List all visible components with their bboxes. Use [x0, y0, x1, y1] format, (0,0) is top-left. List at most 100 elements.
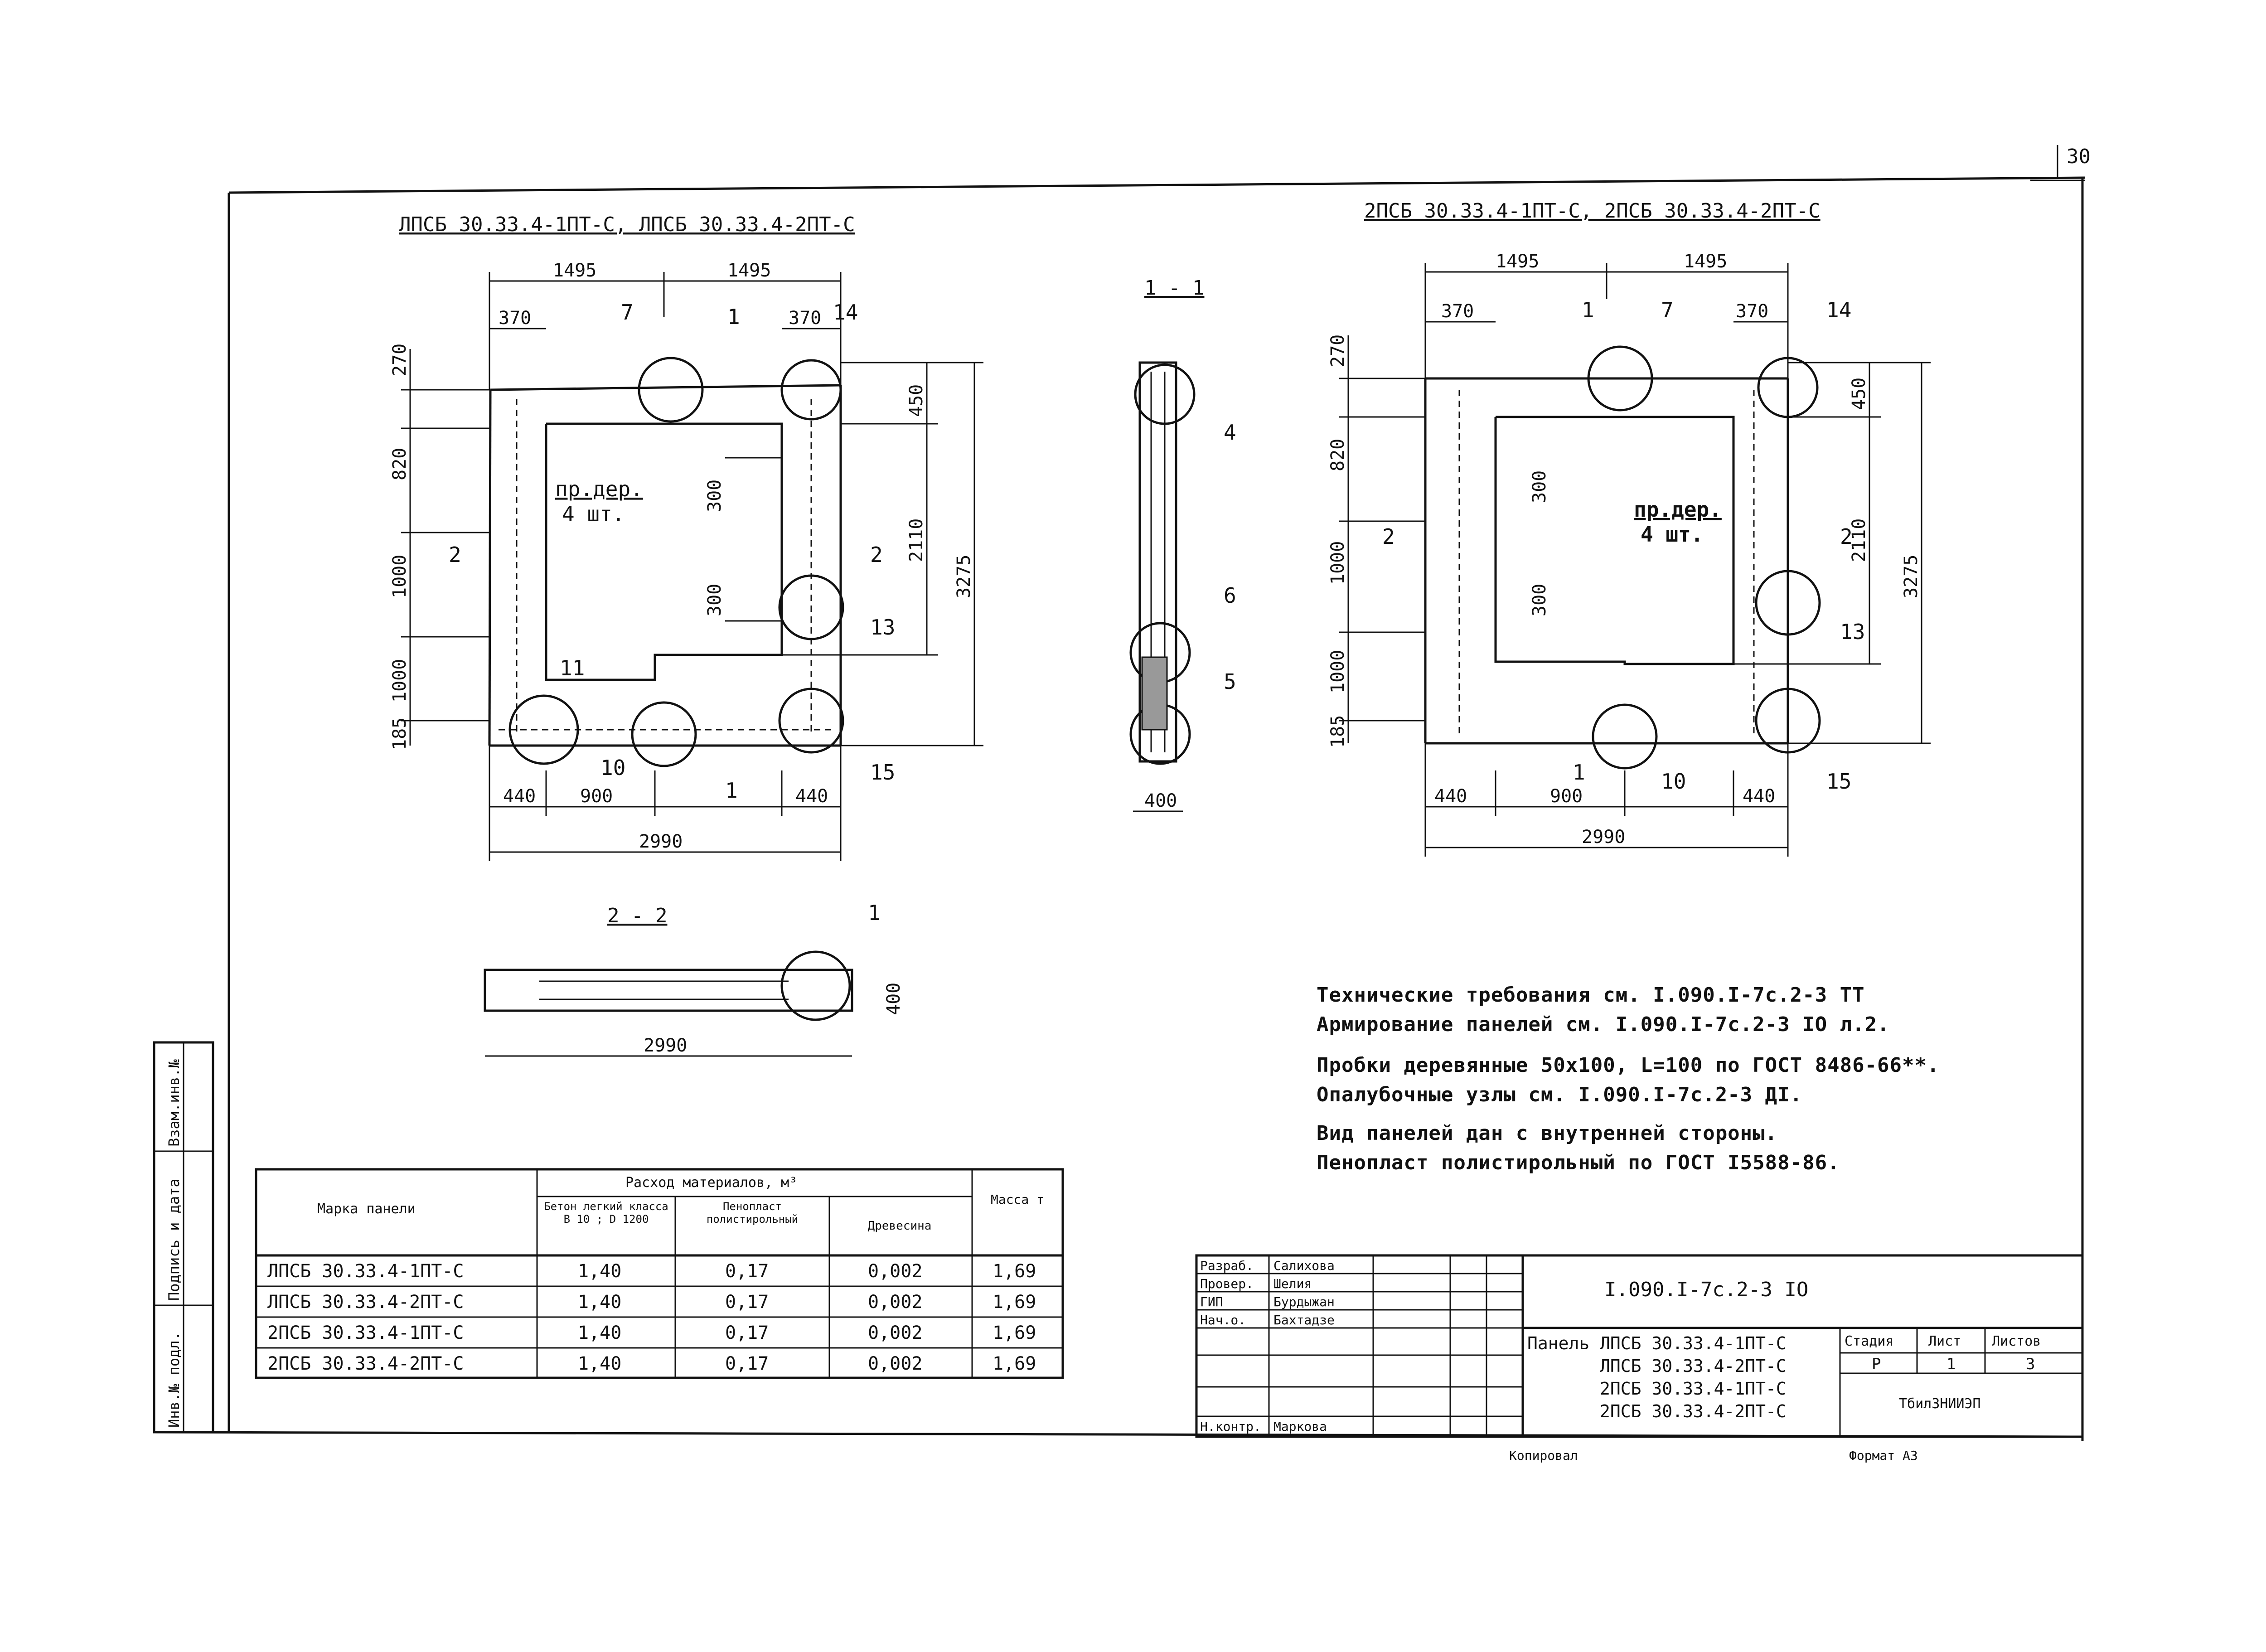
dim-right-450: 450 [1849, 378, 1869, 410]
note-reinforcement: Армирование панелей см. I.090.I-7c.2-3 I… [1317, 1013, 1890, 1036]
table-cell-mass: 1,69 [993, 1353, 1036, 1374]
callout-right-13: 13 [1840, 620, 1865, 644]
page-number: 30 [2067, 145, 2091, 168]
cut-right-1-top: 1 [1582, 298, 1594, 322]
table-cell-mark: 2ПСБ 30.33.4-2ПТ-С [267, 1353, 464, 1374]
dim-left-440a: 440 [503, 786, 536, 807]
table-cell-mass: 1,69 [993, 1323, 1036, 1343]
table-cell-concrete: 1,40 [578, 1292, 622, 1313]
table-cell-wood: 0,002 [868, 1353, 923, 1374]
dim-left-3275: 3275 [954, 555, 974, 598]
table-cell-mark: ЛПСБ 30.33.4-1ПТ-С [267, 1261, 464, 1282]
title-role: Разраб. [1200, 1258, 1254, 1273]
title-sheets: 3 [2026, 1355, 2035, 1373]
title-sheets-header: Листов [1992, 1333, 2041, 1349]
title-name: Бахтадзе [1273, 1313, 1335, 1327]
dim-right-2110: 2110 [1849, 518, 1869, 562]
dim-right-370a: 370 [1441, 301, 1474, 322]
note-foam: Пенопласт полистирольный по ГОСТ I5588-8… [1317, 1151, 1840, 1174]
cut-left-1-bottom: 1 [725, 778, 738, 803]
dim-left-185: 185 [389, 717, 410, 750]
dim-left-2990: 2990 [639, 831, 683, 852]
table-header-mark: Марка панели [317, 1201, 416, 1217]
table-cell-wood: 0,002 [868, 1323, 923, 1343]
dim-right-440a: 440 [1434, 786, 1467, 807]
dim-right-370b: 370 [1736, 301, 1768, 322]
callout-right-10: 10 [1661, 769, 1686, 794]
title-panel-mark: 2ПСБ 30.33.4-1ПТ-С [1600, 1379, 1787, 1399]
dim-left-2110: 2110 [906, 518, 927, 562]
dim-left-440b: 440 [795, 786, 828, 807]
side-stamp-sign: Подпись и дата [165, 1178, 183, 1301]
dim-right-1495a: 1495 [1496, 251, 1539, 272]
dim-right-440b: 440 [1743, 786, 1775, 807]
table-cell-mark: 2ПСБ 30.33.4-1ПТ-С [267, 1323, 464, 1343]
left-view-title: ЛПСБ 30.33.4-1ПТ-С, ЛПСБ 30.33.4-2ПТ-С [399, 213, 855, 236]
table-cell-concrete: 1,40 [578, 1323, 622, 1343]
table-header-foam: Пенопласт полистирольный [706, 1200, 799, 1226]
callout-right-7: 7 [1661, 298, 1674, 322]
dim-left-370a: 370 [499, 308, 531, 329]
callout-left-14: 14 [833, 300, 858, 325]
dim-right-2990: 2990 [1582, 827, 1625, 848]
title-name: Маркова [1273, 1419, 1327, 1434]
right-panel-view: 2ПСБ 30.33.4-1ПТ-С, 2ПСБ 30.33.4-2ПТ-С 1… [1327, 199, 1931, 857]
title-block-designation: I.090.I-7c.2-3 IO [1604, 1278, 1809, 1301]
title-stage: Р [1872, 1355, 1881, 1373]
dim-left-1495b: 1495 [727, 260, 771, 281]
footer-format: Формат А3 [1849, 1448, 1918, 1463]
cut-right-2b: 2 [1840, 524, 1853, 549]
dim-2-2-2990: 2990 [644, 1035, 687, 1056]
callout-left-10: 10 [600, 756, 625, 780]
title-role: Н.контр. [1200, 1419, 1261, 1434]
table-cell-concrete: 1,40 [578, 1353, 622, 1374]
dim-right-1495b: 1495 [1684, 251, 1727, 272]
note-view-side: Вид панелей дан с внутренней стороны. [1317, 1122, 1778, 1145]
cut-left-2b: 2 [870, 543, 883, 567]
callout-2-2-1: 1 [868, 901, 881, 925]
title-panel-mark: ЛПСБ 30.33.4-2ПТ-С [1600, 1356, 1787, 1376]
title-role: ГИП [1200, 1294, 1223, 1309]
table-header-group: Расход материалов, м³ [625, 1175, 798, 1191]
dim-left-1000a: 1000 [389, 555, 410, 598]
title-stage-header: Стадия [1845, 1333, 1894, 1349]
section-2-title: 2 - 2 [607, 904, 667, 927]
table-cell-wood: 0,002 [868, 1261, 923, 1282]
title-panel-label: Панель [1527, 1333, 1590, 1353]
dim-left-1495a: 1495 [553, 260, 596, 281]
title-panel-mark: ЛПСБ 30.33.4-1ПТ-С [1600, 1333, 1787, 1353]
dim-right-300b: 300 [1529, 584, 1550, 616]
callout-left-7: 7 [621, 300, 634, 325]
section-1-title: 1 - 1 [1144, 276, 1204, 300]
table-cell-foam: 0,17 [725, 1261, 769, 1282]
title-block-grid [1195, 1254, 2084, 1438]
dim-right-300a: 300 [1529, 470, 1550, 503]
callout-section-5: 5 [1224, 669, 1236, 694]
callout-right-15: 15 [1826, 769, 1851, 794]
note-wood-plugs: Пробки деревянные 50x100, L=100 по ГОСТ … [1317, 1054, 1940, 1077]
callout-section-4: 4 [1224, 420, 1236, 445]
dim-left-270: 270 [389, 344, 410, 376]
cut-left-2a: 2 [449, 543, 461, 567]
side-stamp-replace: Взам.инв.№ [165, 1059, 183, 1147]
title-organization: ТбилЗНИИЭП [1899, 1396, 1981, 1412]
table-cell-mass: 1,69 [993, 1292, 1036, 1313]
dim-left-820: 820 [389, 448, 410, 480]
left-panel-view: ЛПСБ 30.33.4-1ПТ-С, ЛПСБ 30.33.4-2ПТ-С 1… [389, 213, 983, 861]
materials-table-grid [255, 1168, 1064, 1379]
section-2-2: 2 - 2 1 2990 400 [484, 901, 904, 1057]
note-formwork-nodes: Опалубочные узлы см. I.090.I-7c.2-3 ДI. [1317, 1083, 1803, 1106]
section-1-1: 1 - 1 4 6 5 400 [1129, 276, 1236, 812]
title-sheet: 1 [1946, 1355, 1956, 1373]
dim-left-300b: 300 [704, 584, 725, 616]
dim-left-300a: 300 [704, 480, 725, 512]
callout-right-14: 14 [1826, 298, 1851, 322]
table-cell-mark: ЛПСБ 30.33.4-2ПТ-С [267, 1292, 464, 1313]
right-opening-note-1: пр.дер. [1634, 497, 1722, 522]
left-opening-note-2: 4 шт. [562, 502, 625, 526]
dim-left-1000b: 1000 [389, 659, 410, 702]
dim-left-900: 900 [580, 786, 613, 807]
callout-section-6: 6 [1224, 583, 1236, 608]
table-header-concrete: Бетон легкий класса В 10 ; D 1200 [544, 1200, 668, 1226]
dim-section-400: 400 [1144, 790, 1177, 811]
